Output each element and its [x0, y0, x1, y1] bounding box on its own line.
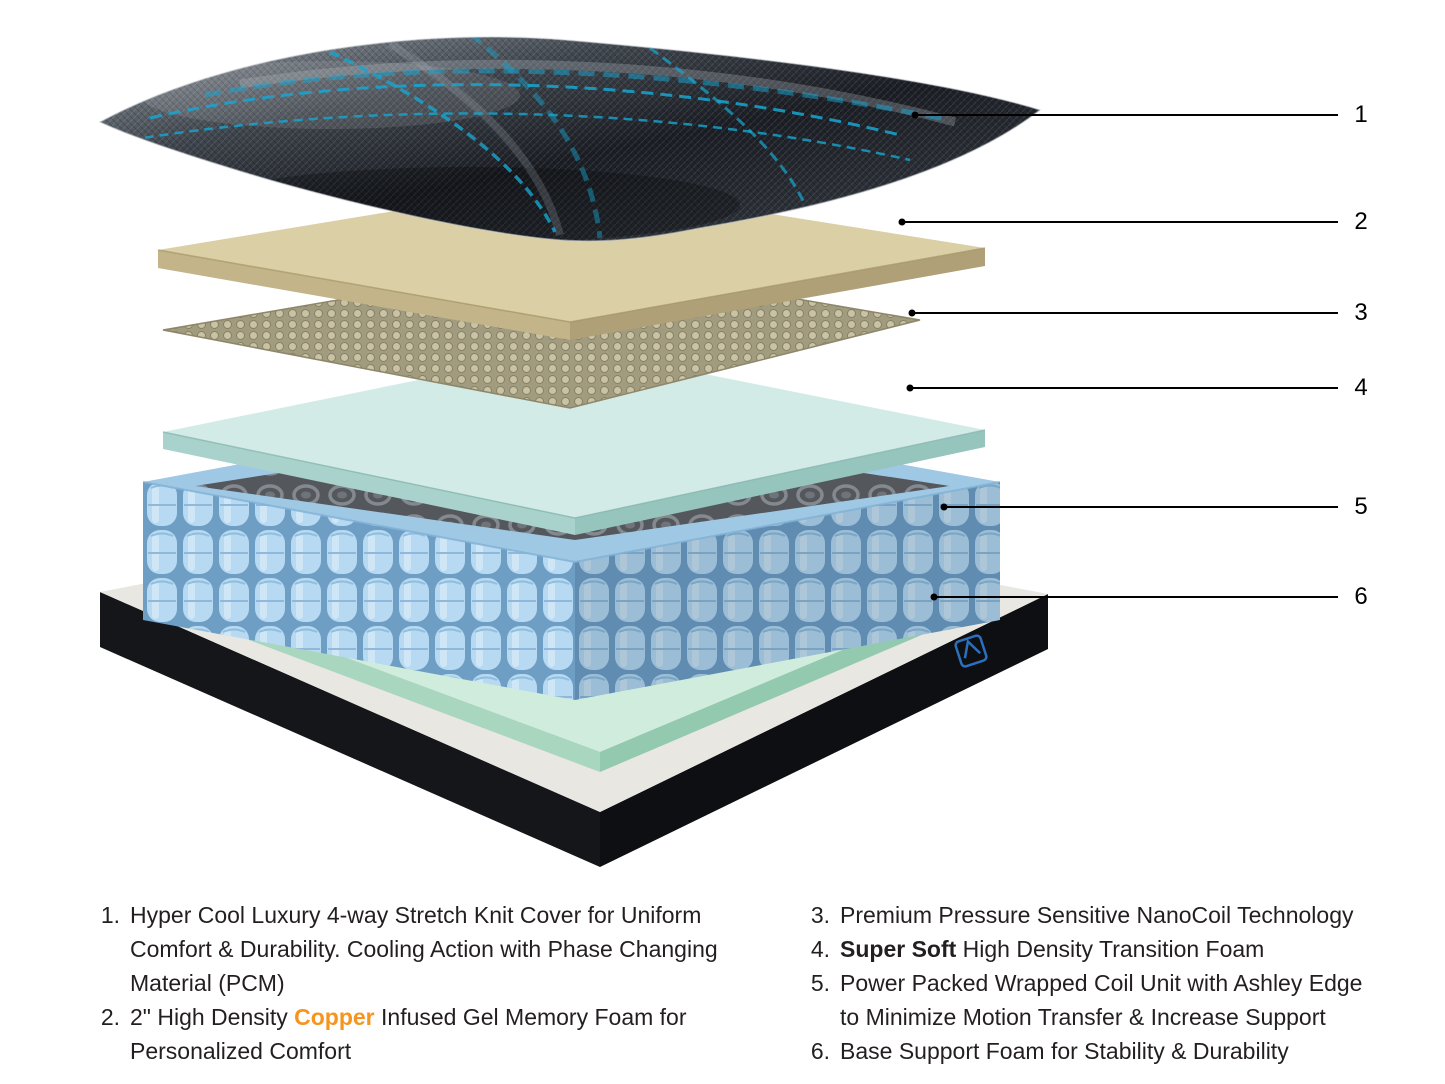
legend-item-3-text: Premium Pressure Sensitive NanoCoil Tech… — [840, 902, 1354, 928]
leader-line-5 — [940, 503, 1338, 511]
legend-item-2-copper-highlight: Copper — [294, 1004, 375, 1030]
transition-foam-layer — [162, 348, 986, 535]
base-logo — [954, 634, 988, 668]
legend-item-3-number: 3. — [810, 902, 830, 928]
legend-item-4: 4. Super Soft High Density Transition Fo… — [798, 932, 1398, 966]
legend-item-5-number: 5. — [810, 970, 830, 996]
leader-line-4 — [906, 384, 1338, 392]
legend-item-1-number: 1. — [100, 902, 120, 928]
legend-item-4-text: Super Soft High Density Transition Foam — [840, 932, 1388, 966]
legend-item-6: 6. Base Support Foam for Stability & Dur… — [798, 1034, 1398, 1068]
callout-number-6: 6 — [1354, 583, 1368, 610]
legend-right-column: 3. Premium Pressure Sensitive NanoCoil T… — [798, 898, 1398, 1068]
legend-item-2-number: 2. — [100, 1004, 120, 1030]
legend-item-3: 3. Premium Pressure Sensitive NanoCoil T… — [798, 898, 1398, 932]
callout-number-4: 4 — [1354, 374, 1368, 401]
legend-item-1-text: Hyper Cool Luxury 4-way Stretch Knit Cov… — [130, 902, 718, 996]
legend-item-5: 5. Power Packed Wrapped Coil Unit with A… — [798, 966, 1398, 1034]
leader-line-6 — [930, 593, 1338, 601]
diagram-svg — [98, 36, 1338, 867]
leader-line-2 — [898, 218, 1338, 226]
legend-item-6-text: Base Support Foam for Stability & Durabi… — [840, 1038, 1289, 1064]
legend-item-6-number: 6. — [810, 1038, 830, 1064]
knit-cover-texture — [100, 37, 1040, 242]
legend-item-5-text: Power Packed Wrapped Coil Unit with Ashl… — [840, 970, 1363, 1030]
knit-cover-layer — [98, 36, 1042, 242]
legend-item-2: 2. 2" High Density Copper Infused Gel Me… — [88, 1000, 788, 1068]
leader-line-3 — [908, 309, 1338, 317]
legend-item-2-post: Infused Gel Memory Foam for Personalized… — [130, 1004, 687, 1064]
legend-item-2-pre: 2" High Density — [130, 1004, 295, 1030]
leader-line-1 — [911, 111, 1338, 119]
callout-number-1: 1 — [1354, 101, 1368, 128]
memory-foam-layer — [157, 182, 986, 340]
legend-item-2-text: 2" High Density Copper Infused Gel Memor… — [130, 1000, 778, 1068]
legend-item-4-bold: Super Soft — [840, 936, 957, 962]
leader-lines — [898, 111, 1338, 601]
callout-number-2: 2 — [1354, 208, 1368, 235]
legend-item-4-post: High Density Transition Foam — [956, 936, 1265, 962]
callout-number-3: 3 — [1354, 299, 1368, 326]
legend-item-1: 1. Hyper Cool Luxury 4-way Stretch Knit … — [88, 898, 788, 1000]
legend-item-4-number: 4. — [810, 936, 830, 962]
callout-number-5: 5 — [1354, 493, 1368, 520]
legend-left-column: 1. Hyper Cool Luxury 4-way Stretch Knit … — [88, 898, 788, 1068]
